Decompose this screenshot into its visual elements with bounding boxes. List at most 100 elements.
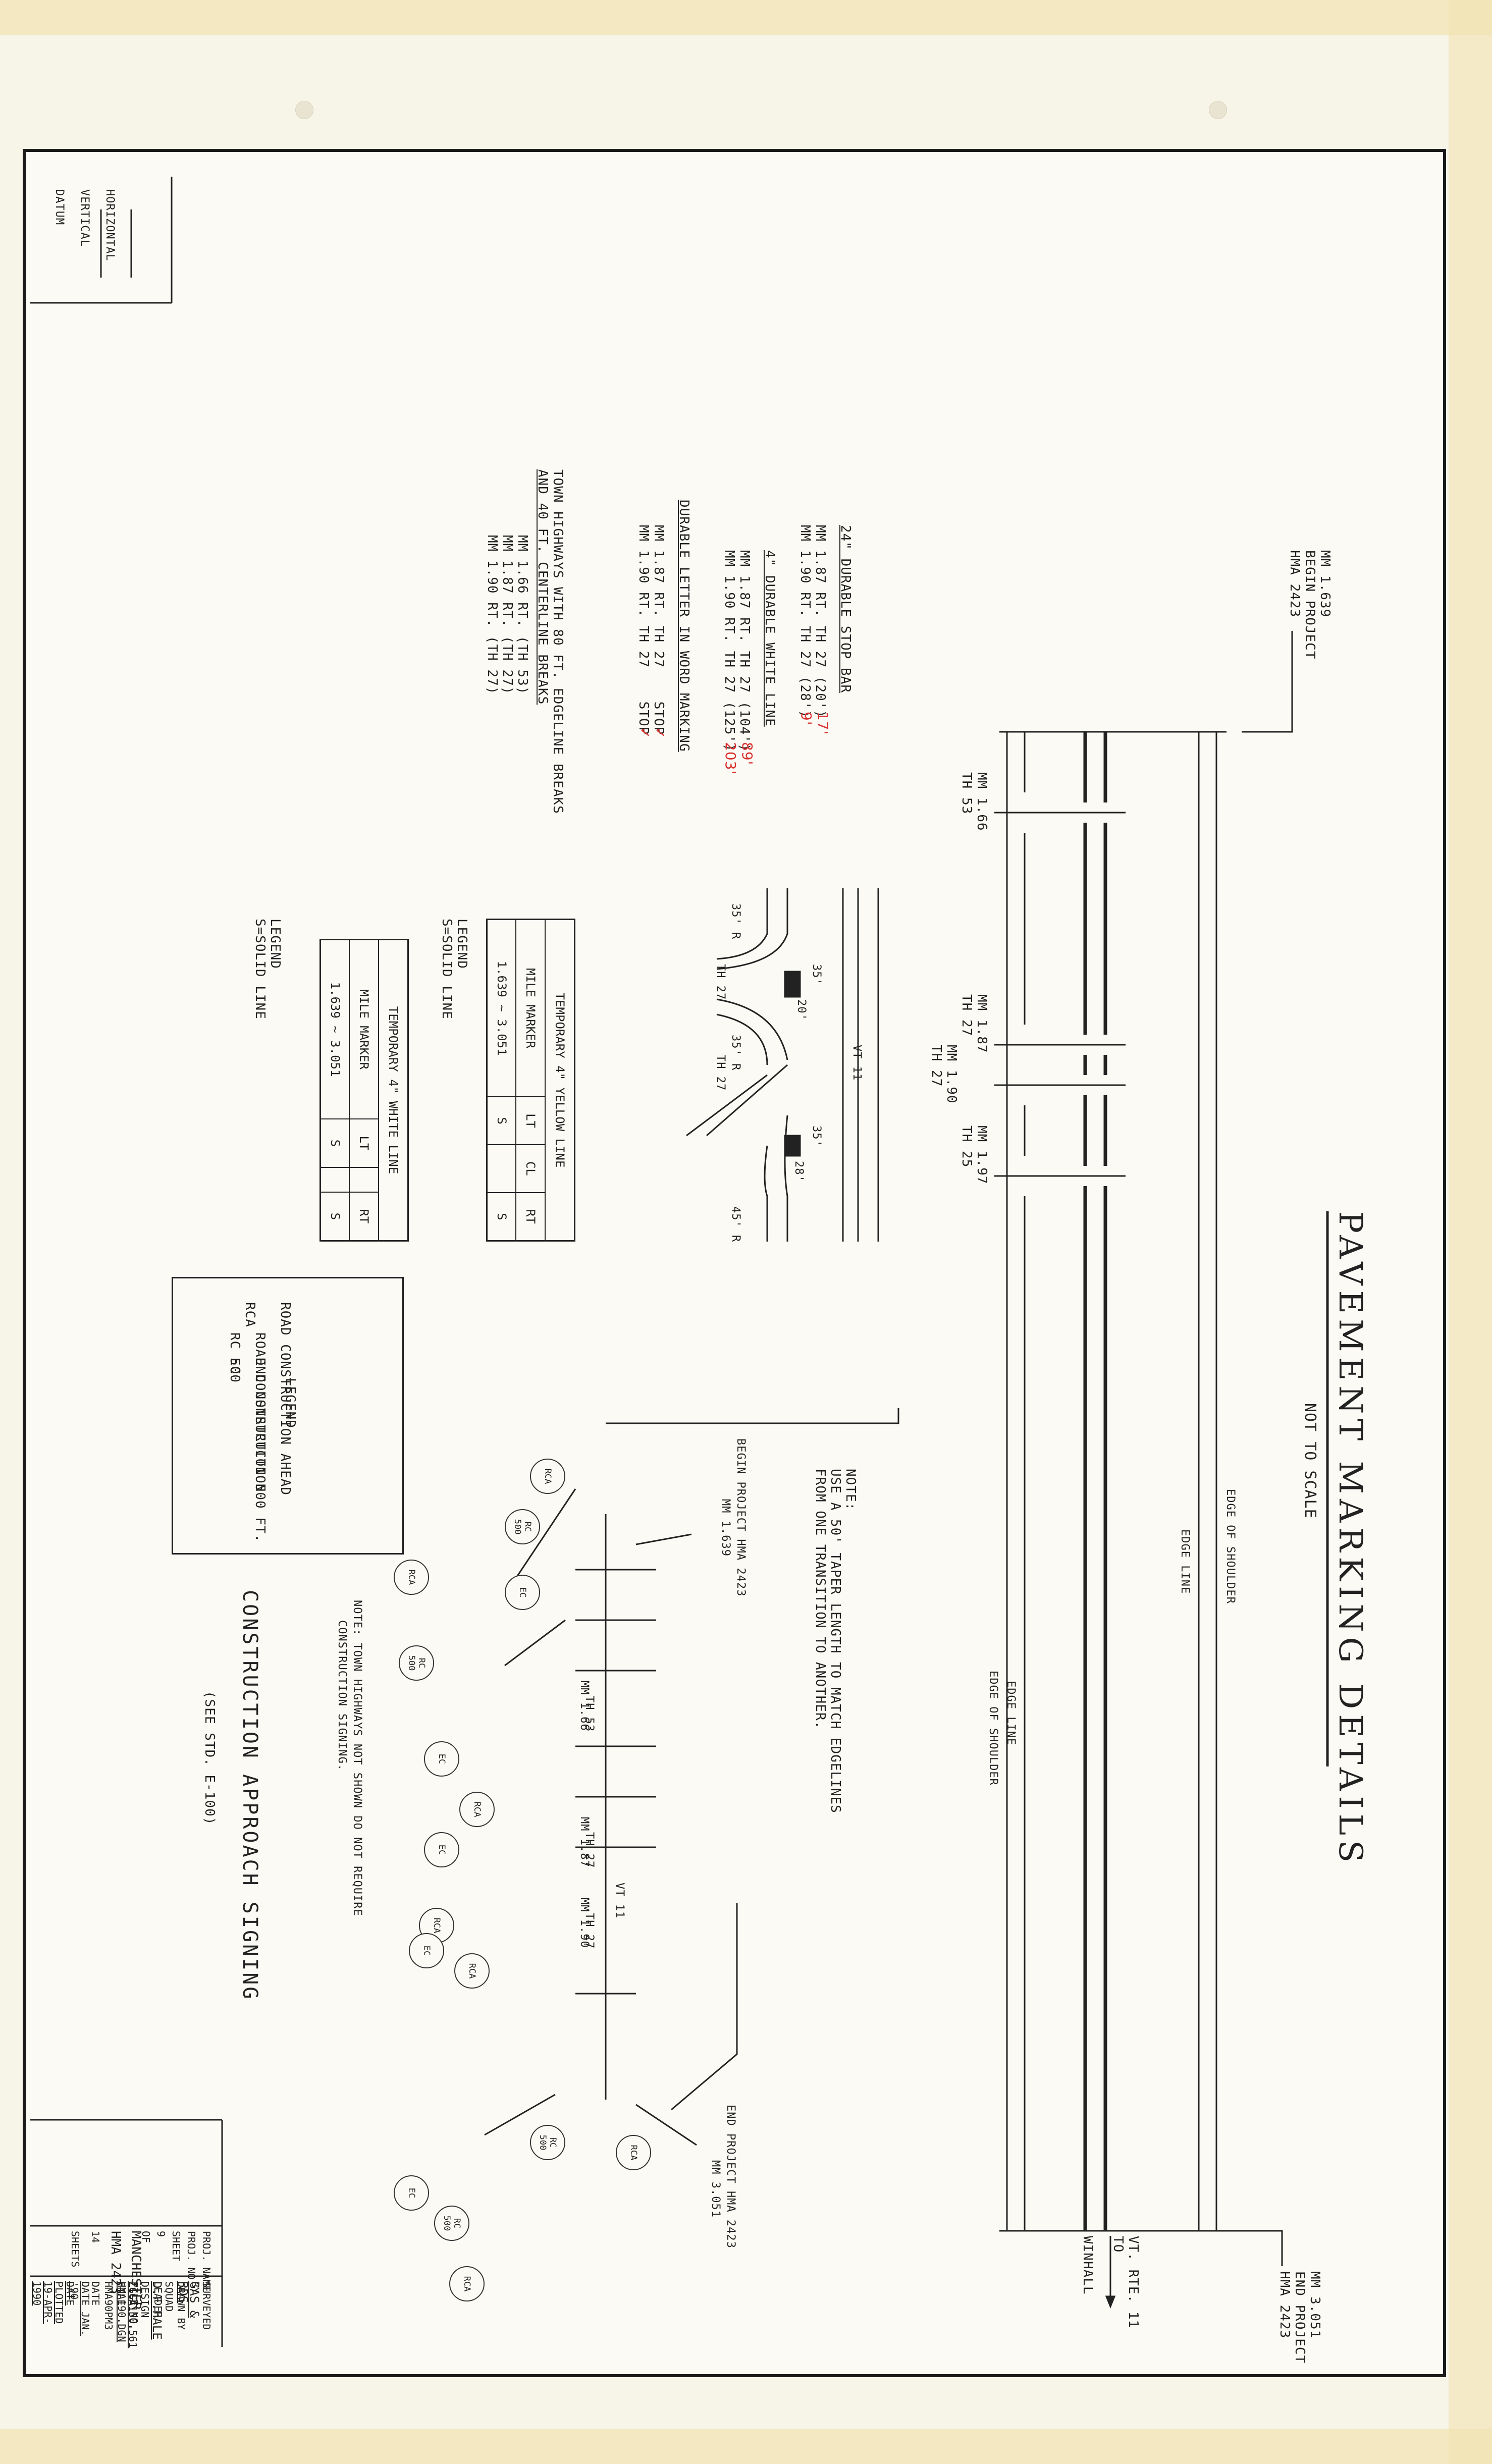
datum-horizontal: HORIZONTAL [103,189,116,261]
sign-legend-text: ROAD CONSTRUCTION AHEAD [278,1302,293,1496]
signing-end-label: END PROJECT HMA 2423 [724,2105,737,2248]
tb-plotted: DATE PLOTTED 19-APR-1990 [31,2281,76,2324]
end-project: END PROJECT [1292,2271,1307,2364]
signing-station-th: TH 27 [583,1913,596,1949]
white-table-header: MILE MARKER [349,939,379,1119]
white-table-header: LT [349,1119,379,1167]
station-mm166: MM 1.66 [974,772,989,831]
town-highways-line1: MM 1.66 RT. (TH 53) [515,535,530,695]
station-th27a: TH 27 [959,994,974,1037]
sign-legend-code: EC [227,1358,242,1375]
signing-station-th: TH 53 [583,1696,596,1732]
tb-of: 14 [89,2231,101,2243]
white-line-line1: MM 1.87 RT. TH 27 (104') [737,550,752,752]
town-highways-line3: MM 1.90 RT. (TH 27) [485,535,500,695]
taper-note-line2: FROM ONE TRANSITION TO ANOTHER. [813,1469,828,1730]
tape-strip-top [0,0,1492,35]
detail-dim-28: 28' [792,1161,805,1183]
route-dest: WINHALL [1080,2236,1095,2295]
signing-begin-mm: MM 1.639 [719,1499,732,1557]
white-line-table: TEMPORARY 4" WHITE LINE MILE MARKER LT R… [319,939,409,1242]
station-mm190: MM 1.90 [944,1045,959,1104]
signing-begin-label: BEGIN PROJECT HMA 2423 [734,1438,747,1597]
detail-radius-45: 45' R [729,1206,742,1243]
punch-hole [1209,101,1227,119]
white-legend-title: LEGEND [268,919,283,969]
punch-hole [295,101,313,119]
begin-hma: HMA 2423 [1287,550,1302,618]
taper-note-title: NOTE: [843,1469,858,1511]
end-hma: HMA 2423 [1277,2271,1292,2339]
signing-station-th: TH 27 [583,1832,596,1868]
sign-ec: EC [394,2175,429,2211]
town-highways-heading-1: TOWN HIGHWAYS WITH 80 FT. EDGELINE BREAK… [550,469,565,814]
yellow-legend-title: LEGEND [454,919,469,969]
sign-rca: RCA [530,1459,565,1494]
signing-reference: (SEE STD. E-100) [202,1691,217,1826]
sign-rca: RCA [616,2135,651,2170]
signing-end-mm: MM 3.051 [709,2160,722,2218]
datum-vertical: VERTICAL [78,189,91,247]
yellow-table-cell: S [487,1192,516,1241]
stop-bar-red-2: 9' [798,712,815,726]
white-line-heading: 4" DURABLE WHITE LINE [762,550,777,727]
detail-th27a: TH 27 [714,964,727,1000]
yellow-table-cell: 1.639 ~ 3.051 [487,919,516,1097]
word-marking-check-1: ✓ [652,727,668,739]
detail-dim-20: 20' [795,999,808,1021]
yellow-table-header: MILE MARKER [516,919,546,1097]
word-marking-check-2: ✓ [636,727,653,739]
white-line-red-1: 89' [739,742,756,766]
tb-sheet: 9 [155,2231,167,2237]
yellow-table-header: LT [516,1097,546,1145]
route-label: VT. RTE. 11 [1126,2236,1141,2329]
tb-proj-name-label: PROJ. NAME [200,2231,212,2292]
detail-dim-35b: 35' [810,1126,823,1147]
datum-label: DATUM [53,189,66,226]
stop-bar-line1: MM 1.87 RT. TH 27 (20') [813,525,828,719]
sign-rca: RCA [394,1560,429,1595]
end-mm: MM 3.051 [1307,2271,1322,2339]
detail-vt11: VT 11 [850,1045,863,1081]
white-table-cell [320,1167,350,1192]
white-table-header: RT [349,1192,379,1241]
route-to: TO [1110,2236,1126,2253]
signing-road-label: VT 11 [613,1883,626,1919]
yellow-table-header: RT [516,1192,546,1241]
begin-mm: MM 1.639 [1317,550,1333,618]
label-edge-line-bottom: EDGE LINE [1004,1681,1017,1746]
begin-project: BEGIN PROJECT [1302,550,1317,660]
white-line-line2: MM 1.90 RT. TH 27 (125') [722,550,737,752]
town-highways-heading-2: AND 40 FT. CENTERLINE BREAKS [535,469,550,705]
tb-proj-no-label: PROJ. NO. [185,2231,197,2286]
sign-legend-text: END CONSTRUCTION [252,1358,268,1492]
sign-ec: EC [424,1741,459,1777]
drawing-subtitle: NOT TO SCALE [1301,1403,1319,1519]
tb-drawn-label: DRAWN BY [175,2281,187,2330]
stop-bar-heading: 24" DURABLE STOP BAR [838,525,853,693]
label-edge-of-shoulder-top: EDGE OF SHOULDER [1224,1489,1237,1604]
rotated-drawing-canvas: PAVEMENT MARKING DETAILS NOT TO SCALE DA… [30,177,1393,2364]
station-th25: TH 25 [959,1126,974,1168]
stop-bar-line2: MM 1.90 RT. TH 27 (28') [797,525,813,719]
drawing-sheet [23,149,1446,2377]
word-marking-line1: MM 1.87 RT. TH 27 STOP [651,525,666,735]
sign-rca: RCA [459,1792,495,1827]
tape-strip-bottom [0,2429,1492,2464]
station-th53: TH 53 [959,772,974,815]
detail-radius-35a: 35' R [729,903,742,940]
stop-bar-red-1: 17' [815,712,831,735]
word-marking-heading: DURABLE LETTER IN WORD MARKING [676,500,691,752]
station-mm197: MM 1.97 [974,1126,989,1185]
tb-squad: D.F.HALE [150,2281,164,2340]
white-table-cell: S [320,1119,350,1167]
sign-ec: EC [505,1575,540,1610]
yellow-table-cell [487,1144,516,1193]
sign-rca: RCA [449,2266,485,2301]
town-highways-line2: MM 1.87 RT. (TH 27) [500,535,515,695]
station-mm187: MM 1.87 [974,994,989,1053]
